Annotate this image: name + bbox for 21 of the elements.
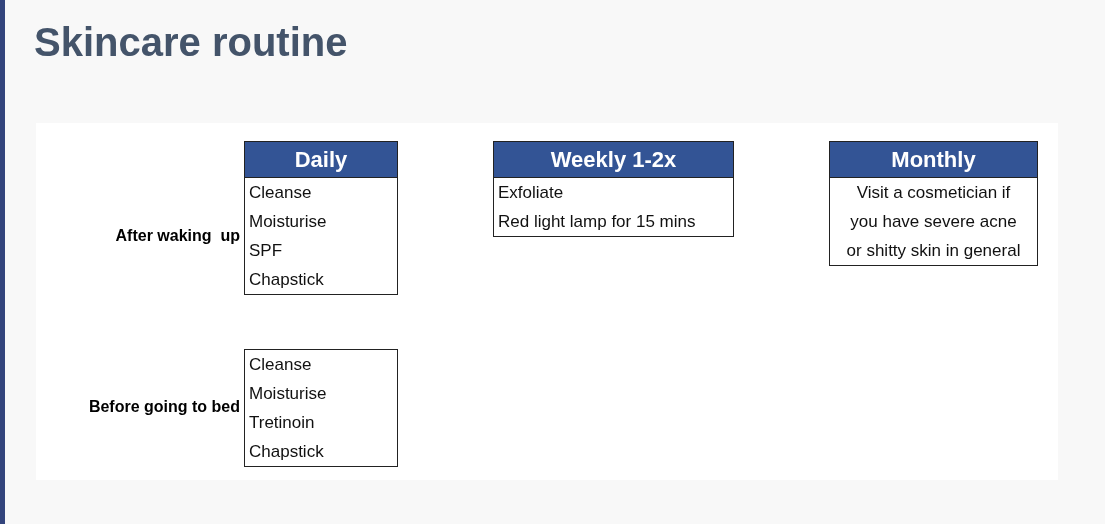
routine-item: Visit a cosmetician if you have severe acne or shitty skin in general	[845, 182, 1022, 262]
routine-item: SPF	[248, 240, 284, 262]
slide-title: Skincare routine	[34, 19, 348, 66]
routine-table	[493, 141, 734, 237]
routine-item: Chapstick	[248, 441, 325, 463]
row-label: After waking up	[115, 226, 240, 246]
routine-table	[244, 349, 398, 467]
routine-item: Red light lamp for 15 mins	[497, 211, 697, 233]
routine-item: Tretinoin	[248, 412, 316, 434]
column-header: Weekly 1-2x	[494, 142, 733, 178]
routine-item: Cleanse	[248, 354, 313, 376]
routine-item: Moisturise	[248, 383, 328, 405]
row-label: Before going to bed	[88, 397, 240, 417]
routine-item: Exfoliate	[497, 182, 565, 204]
column-header: Monthly	[830, 142, 1037, 178]
routine-table	[829, 141, 1038, 266]
column-header: Daily	[245, 142, 397, 178]
routine-item: Cleanse	[248, 182, 313, 204]
routine-table	[244, 141, 398, 295]
routine-item: Chapstick	[248, 269, 325, 291]
routine-item: Moisturise	[248, 211, 328, 233]
